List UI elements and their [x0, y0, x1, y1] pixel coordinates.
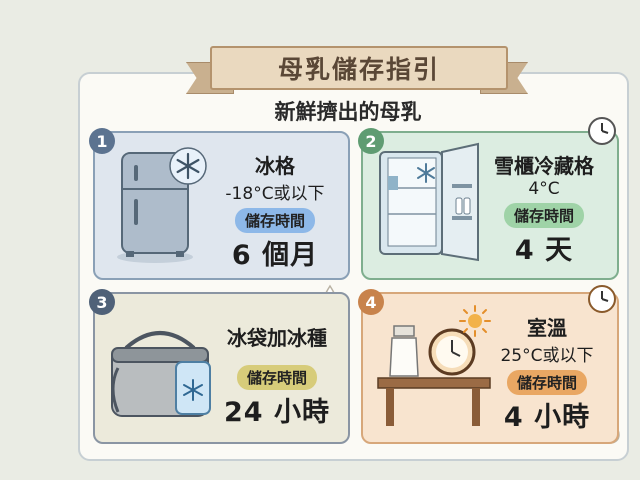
clock-icon [588, 285, 616, 313]
storage-time-badge: 儲存時間 [234, 208, 315, 233]
room-temperature-illustration [377, 325, 491, 426]
section-number: 4 [358, 289, 384, 315]
refrigerator-icon [379, 142, 479, 262]
storage-time-badge: 儲存時間 [506, 370, 587, 395]
section-title: 雪櫃冷藏格 [494, 154, 594, 178]
storage-duration: 24 小時 [224, 397, 330, 428]
sun-icon [459, 305, 491, 337]
storage-time-badge: 儲存時間 [503, 203, 584, 228]
storage-duration: 6 個月 [231, 240, 319, 271]
section-condition: 4°C [528, 179, 560, 199]
milk-bottle-icon [389, 325, 419, 377]
clock-icon [588, 117, 616, 145]
alarm-clock-icon [428, 328, 476, 376]
snowflake-icon [169, 147, 207, 185]
section-condition: 25°C或以下 [500, 346, 594, 366]
section-number: 3 [89, 289, 115, 315]
storage-time-badge: 儲存時間 [236, 365, 317, 390]
section-title: 冰格 [255, 154, 295, 178]
title-banner: 母乳儲存指引 [186, 46, 528, 96]
storage-duration: 4 小時 [503, 402, 591, 433]
section-number: 1 [89, 128, 115, 154]
page-title: 母乳儲存指引 [210, 46, 508, 90]
page-subtitle: 新鮮擠出的母乳 [274, 100, 422, 124]
ice-pack-icon [175, 361, 211, 415]
section-title: 室溫 [527, 316, 567, 340]
storage-duration: 4 天 [514, 235, 574, 266]
section-title: 冰袋加冰種 [227, 326, 327, 350]
section-number: 2 [358, 128, 384, 154]
section-condition: -18°C或以下 [225, 184, 325, 204]
freezer-icon [117, 152, 193, 263]
